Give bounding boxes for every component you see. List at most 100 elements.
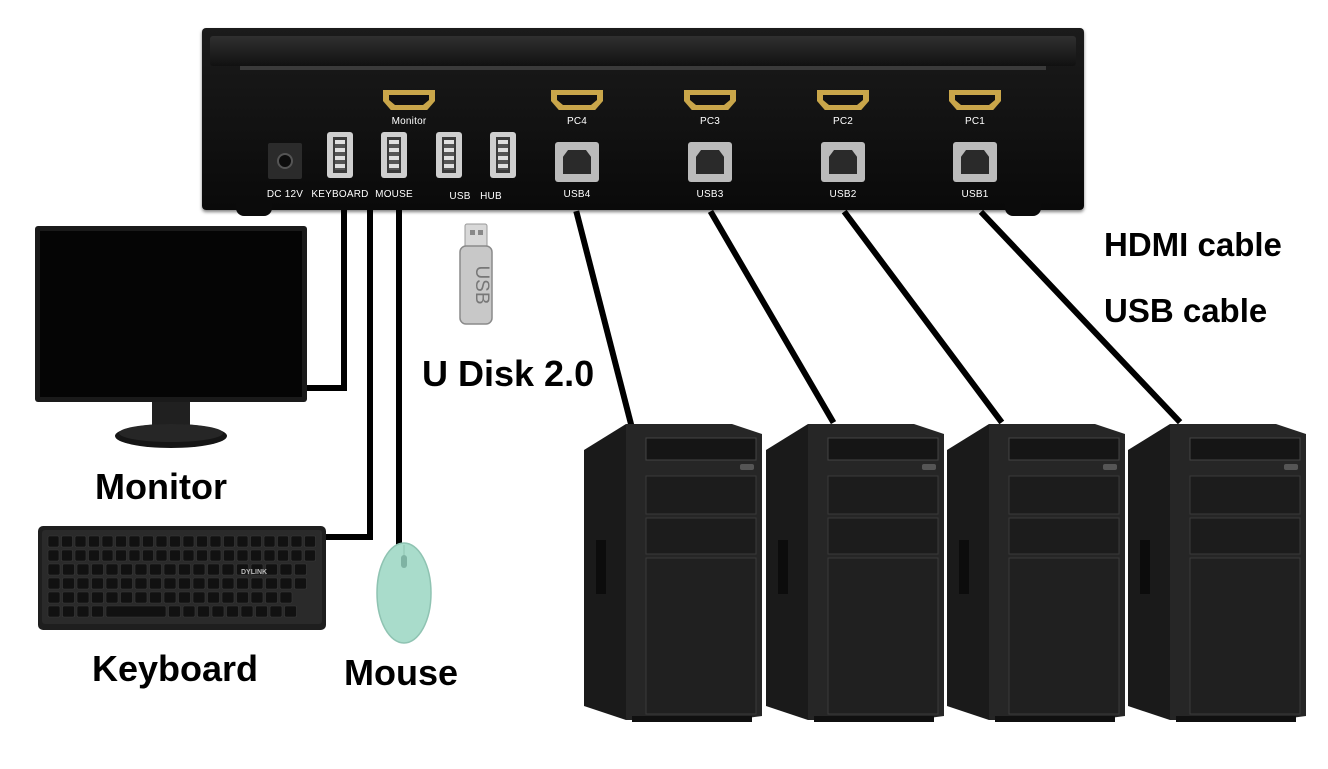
keyboard-key — [91, 605, 104, 618]
pc-vent — [1140, 540, 1150, 594]
keyboard-key — [279, 591, 293, 604]
pc-power-button — [922, 464, 936, 470]
keyboard-key — [236, 535, 249, 548]
keyboard-key — [250, 577, 264, 590]
usb-b-port-usb2 — [821, 142, 865, 182]
keyboard-key — [91, 563, 104, 576]
pc-drive-bay — [645, 437, 757, 461]
u-disk-caption: U Disk 2.0 — [422, 353, 595, 394]
port-label-dc: DC 12V — [266, 189, 304, 200]
keyboard-key — [192, 577, 206, 590]
pc3-cable — [707, 209, 837, 425]
pc-bay-panel — [1189, 517, 1301, 555]
usb-port-keyboard — [327, 132, 353, 178]
keyboard-key — [178, 563, 191, 576]
usb-b-port-usb4 — [555, 142, 599, 182]
pc-power-button — [1284, 464, 1298, 470]
keyboard-key — [169, 549, 181, 562]
pc-base — [995, 716, 1115, 722]
port-label-usb4: USB4 — [563, 189, 591, 200]
usb-port-hub-2 — [490, 132, 516, 178]
keyboard-key — [250, 535, 262, 548]
pc1-cable — [978, 209, 1183, 425]
pc4-cable — [573, 210, 636, 432]
keyboard-caption: Keyboard — [92, 648, 259, 689]
pc-bay-panel — [1189, 475, 1301, 515]
keyboard-key — [115, 549, 127, 562]
keyboard-key — [115, 535, 127, 548]
hdmi-port-monitor — [383, 90, 435, 110]
keyboard-key — [304, 535, 316, 548]
port-label-usb2: USB2 — [829, 189, 857, 200]
keyboard-image: DYLINK — [38, 526, 326, 630]
keyboard-key — [76, 563, 90, 576]
port-label-pc1: PC1 — [964, 116, 986, 127]
pc-vent — [778, 540, 788, 594]
pc-base — [1176, 716, 1296, 722]
keyboard-key — [221, 591, 235, 604]
keyboard-key — [76, 591, 90, 604]
keyboard-key — [182, 605, 196, 618]
mouse-caption: Mouse — [344, 652, 459, 693]
pc-lower-panel — [827, 557, 939, 715]
keyboard-key — [290, 549, 303, 562]
port-label-pc3: PC3 — [699, 116, 721, 127]
pc-bay-panel — [1008, 475, 1120, 515]
port-label-hub: HUB — [480, 191, 502, 202]
port-label-usb: USB — [449, 191, 471, 202]
keyboard-key — [105, 605, 167, 618]
pc-lower-panel — [1189, 557, 1301, 715]
keyboard-key — [240, 605, 254, 618]
keyboard-key — [149, 563, 162, 576]
keyboard-key — [74, 535, 87, 548]
keyboard-key — [88, 549, 100, 562]
keyboard-key — [47, 605, 61, 618]
keyboard-key — [149, 577, 162, 590]
keyboard-key — [101, 549, 114, 562]
keyboard-key — [47, 549, 60, 562]
keyboard-key — [62, 577, 75, 590]
pc-tower-3 — [766, 424, 944, 722]
keyboard-key — [236, 549, 249, 562]
usb-stick-image: USB — [459, 223, 493, 325]
monitor-caption: Monitor — [95, 466, 227, 507]
keyboard-key — [105, 563, 119, 576]
keyboard-key — [265, 591, 278, 604]
keyboard-key — [61, 535, 73, 548]
mouse-image — [376, 542, 432, 644]
pc-drive-bay — [1189, 437, 1301, 461]
keyboard-key — [105, 591, 119, 604]
keyboard-key — [294, 577, 307, 590]
kvm-groove — [240, 66, 1046, 70]
keyboard-key — [163, 591, 177, 604]
keyboard-key — [279, 577, 293, 590]
keyboard-key — [47, 577, 61, 590]
keyboard-key — [207, 577, 220, 590]
hdmi-port-pc4 — [551, 90, 603, 110]
keyboard-key — [163, 577, 177, 590]
pc-base — [814, 716, 934, 722]
keyboard-key — [182, 535, 195, 548]
keyboard-key — [284, 605, 297, 618]
port-label-usb1: USB1 — [961, 189, 989, 200]
kvm-foot-left — [236, 202, 272, 216]
pc-drive-bay — [827, 437, 939, 461]
keyboard-key — [62, 605, 75, 618]
keyboard-key — [236, 591, 249, 604]
keyboard-key — [149, 591, 162, 604]
keyboard-key — [236, 563, 249, 576]
keyboard-key — [209, 535, 222, 548]
keyboard-key — [304, 549, 316, 562]
keyboard-key — [226, 605, 239, 618]
port-label-mouse: MOUSE — [375, 189, 413, 200]
kvm-foot-right — [1005, 202, 1041, 216]
keyboard-key — [223, 535, 235, 548]
keyboard-key — [120, 563, 133, 576]
pc-bay-panel — [827, 475, 939, 515]
keyboard-key — [91, 591, 104, 604]
port-label-keyboard: KEYBOARD — [311, 189, 369, 200]
keyboard-key — [263, 549, 276, 562]
keyboard-key — [178, 591, 191, 604]
